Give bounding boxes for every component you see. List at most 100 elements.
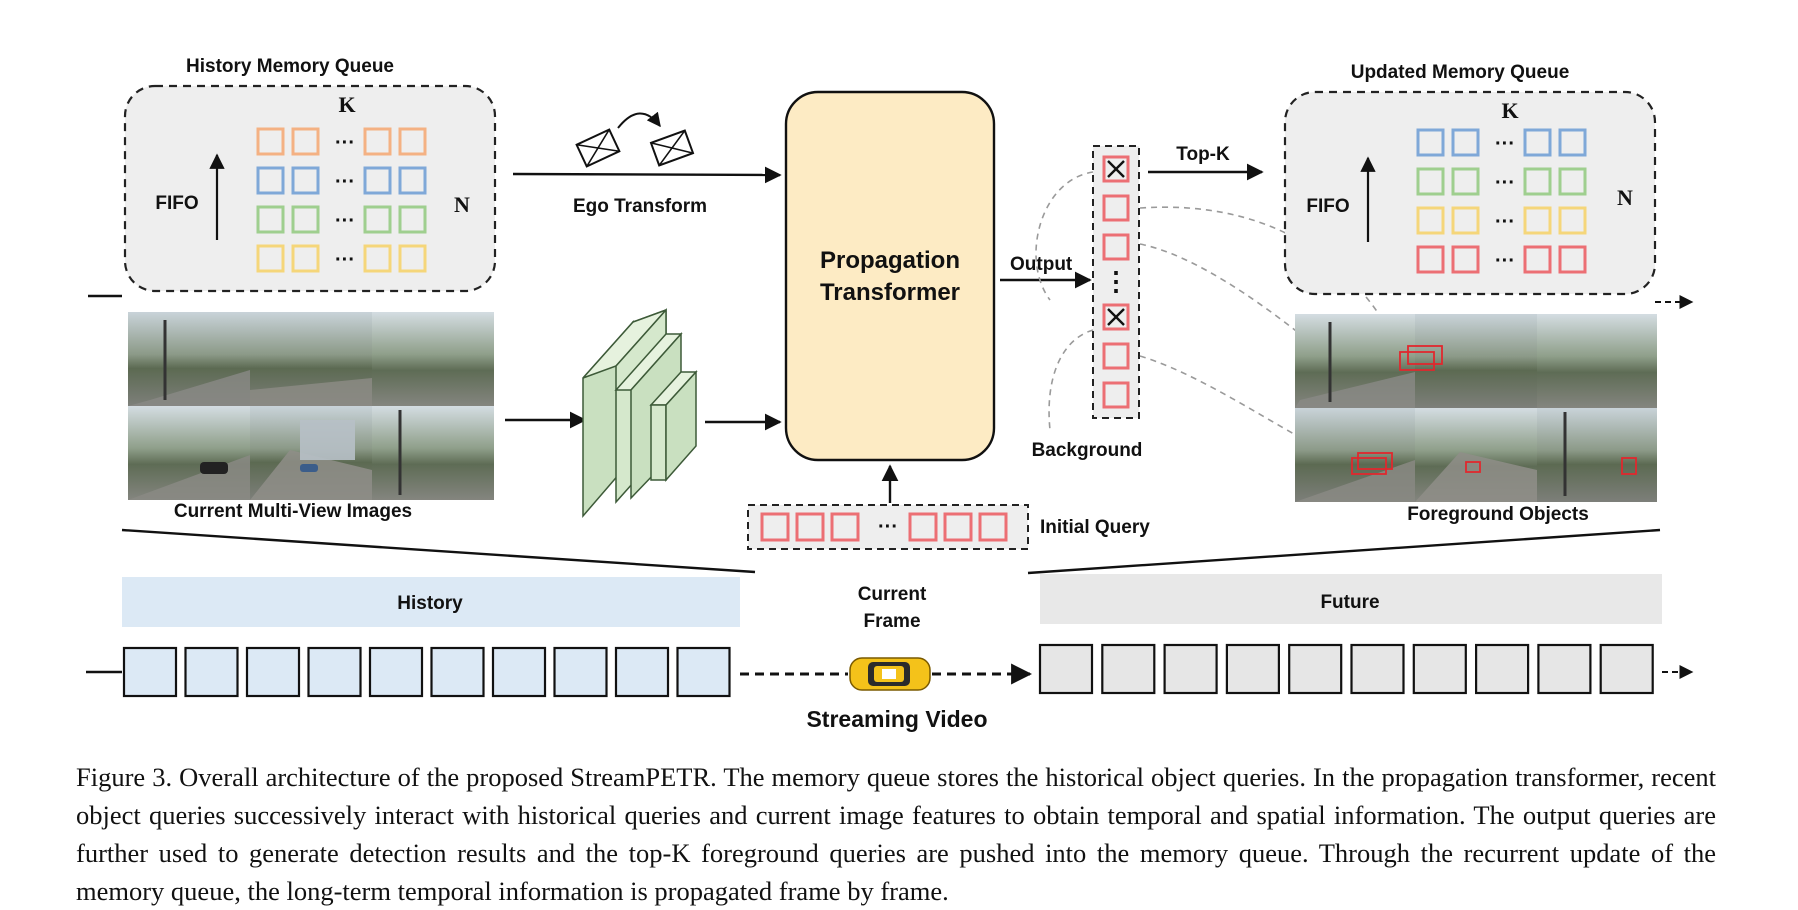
history-frame — [614, 646, 670, 698]
initial-query-cell — [760, 512, 790, 542]
grid-dots: ··· — [1495, 133, 1515, 155]
history-frame — [307, 646, 362, 698]
backbone-network-icon — [582, 308, 698, 519]
query-cell — [256, 127, 285, 156]
future-bar — [1040, 574, 1662, 624]
output-vdots: ⋮ — [1103, 266, 1129, 296]
ego-transform-icon — [575, 111, 695, 168]
query-cell — [256, 244, 285, 273]
query-cell — [363, 127, 392, 156]
query-cell — [363, 244, 392, 273]
history-frames — [122, 646, 731, 698]
grid-dots: ··· — [335, 249, 355, 271]
foreground-objects-label: Foreground Objects — [1407, 504, 1589, 525]
fifo-label-right: FIFO — [1306, 196, 1349, 217]
output-query-cell — [1102, 233, 1130, 261]
initial-query-cell — [795, 512, 825, 542]
cross-mark — [1107, 308, 1125, 326]
output-query-column — [1092, 145, 1140, 419]
output-query-cell — [1102, 194, 1130, 222]
initial-query-cell — [908, 512, 938, 542]
propagation-transformer-label-1: Propagation — [820, 247, 960, 274]
query-cell — [291, 244, 320, 273]
discarded-query-cell — [1102, 155, 1130, 183]
query-cell — [291, 127, 320, 156]
query-cell — [1451, 245, 1480, 274]
n-label-right: N — [1617, 185, 1633, 210]
n-label-left: N — [454, 192, 470, 217]
query-cell — [398, 244, 427, 273]
query-cell — [1558, 245, 1587, 274]
history-frame — [368, 646, 424, 698]
propagation-transformer-label-2: Transformer — [820, 279, 960, 306]
updated-memory-queue-title: Updated Memory Queue — [1351, 62, 1570, 83]
history-memory-queue-title: History Memory Queue — [186, 56, 394, 77]
streaming-video-label: Streaming Video — [806, 706, 987, 732]
car-icon — [849, 657, 931, 691]
future-frame — [1474, 643, 1530, 695]
query-cell — [1558, 128, 1587, 157]
initial-query-boxes — [760, 512, 1008, 542]
history-frame — [430, 646, 485, 698]
query-cell — [291, 205, 320, 234]
top-k-label: Top-K — [1176, 144, 1230, 165]
future-frame — [1599, 643, 1654, 695]
k-label-right: K — [1501, 98, 1518, 123]
future-frame — [1163, 643, 1218, 695]
history-label: History — [397, 593, 463, 614]
fifo-label-left: FIFO — [155, 193, 198, 214]
query-cell — [1451, 167, 1480, 196]
query-cell — [1416, 128, 1445, 157]
history-frame — [553, 646, 608, 698]
future-label: Future — [1320, 592, 1379, 613]
current-multiview-label: Current Multi-View Images — [174, 501, 412, 522]
query-cell — [1416, 206, 1445, 235]
grid-dots: ··· — [335, 132, 355, 154]
ego-transform-arrow — [512, 166, 782, 184]
output-query-cell — [1102, 342, 1130, 370]
output-label: Output — [1010, 254, 1073, 275]
initial-query-dots: ··· — [878, 516, 898, 538]
query-cell — [398, 166, 427, 195]
future-frame — [1537, 643, 1592, 695]
foreground-objects-images — [1295, 314, 1657, 502]
query-cell — [1558, 206, 1587, 235]
background-label: Background — [1032, 440, 1143, 461]
grid-dots: ··· — [335, 171, 355, 193]
query-cell — [1523, 128, 1552, 157]
query-cell — [1558, 167, 1587, 196]
initial-query-cell — [830, 512, 860, 542]
discarded-query-cell — [1102, 303, 1130, 331]
current-frame-label-1: Current — [858, 584, 927, 605]
history-query-grid: ············ — [256, 127, 427, 273]
k-label-left: K — [338, 92, 355, 117]
future-frame — [1225, 643, 1281, 695]
detection-boxes — [1351, 345, 1637, 475]
cross-mark — [1107, 160, 1125, 178]
query-cell — [363, 205, 392, 234]
ego-transform-label: Ego Transform — [573, 196, 707, 217]
query-cell — [1523, 167, 1552, 196]
current-frame-label-2: Frame — [863, 611, 920, 632]
history-perspective-line — [121, 528, 756, 574]
future-perspective-line — [1027, 528, 1661, 575]
updated-query-grid: ············ — [1416, 128, 1587, 274]
future-frame — [1101, 643, 1156, 695]
history-bar — [122, 577, 740, 627]
history-frame — [491, 646, 547, 698]
initial-query-label: Initial Query — [1040, 517, 1150, 538]
history-frame — [676, 646, 731, 698]
history-frame — [122, 646, 178, 698]
query-cell — [1451, 128, 1480, 157]
query-cell — [398, 205, 427, 234]
history-frame — [245, 646, 301, 698]
initial-query-cell — [978, 512, 1008, 542]
future-frame — [1288, 643, 1343, 695]
initial-query-cell — [943, 512, 973, 542]
query-cell — [1451, 206, 1480, 235]
query-cell — [291, 166, 320, 195]
query-cell — [363, 166, 392, 195]
figure-caption: Figure 3. Overall architecture of the pr… — [76, 762, 1716, 906]
propagation-transformer-block — [784, 90, 996, 462]
